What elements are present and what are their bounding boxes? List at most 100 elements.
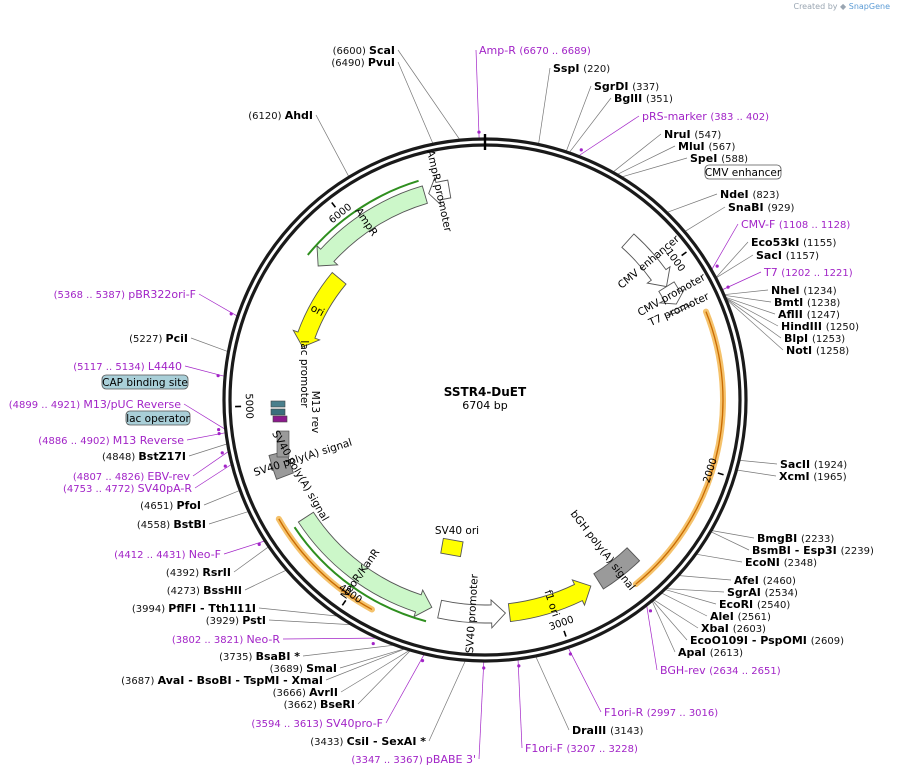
enzyme-label-bsshii[interactable]: (4273) BssHII [167, 584, 242, 597]
enzyme-label-csii-sexai[interactable]: (3433) CsiI - SexAI * [310, 735, 426, 748]
enzyme-label-ndei[interactable]: NdeI (823) [720, 188, 779, 201]
primer-label-l4440[interactable]: (5117 .. 5134) L4440 [73, 360, 182, 373]
site-name: RsrII [202, 566, 231, 579]
primer-marker-bgh-rev [648, 609, 653, 613]
primer-label-sv40pa-r[interactable]: (4753 .. 4772) SV40pA-R [63, 482, 192, 495]
primer-label-f1ori-f[interactable]: F1ori-F (3207 .. 3228) [525, 742, 638, 755]
enzyme-label-smai[interactable]: (3689) SmaI [270, 662, 337, 675]
enzyme-label-nrui[interactable]: NruI (547) [664, 128, 721, 141]
enzyme-label-bmti[interactable]: BmtI (1238) [774, 296, 840, 309]
enzyme-label-draiii[interactable]: DraIII (3143) [572, 724, 643, 737]
enzyme-label-sspi[interactable]: SspI (220) [553, 62, 610, 75]
feature-neor-kanr[interactable] [297, 511, 433, 618]
enzyme-label-blpi[interactable]: BlpI (1253) [784, 332, 845, 345]
primer-label-bgh-rev[interactable]: BGH-rev (2634 .. 2651) [660, 664, 781, 677]
site-position: (6120) [248, 111, 284, 122]
feature-t7-promoter[interactable] [666, 303, 693, 317]
primer-label-cmv-f[interactable]: CMV-F (1108 .. 1128) [741, 218, 850, 231]
enzyme-label-nhei[interactable]: NheI (1234) [771, 284, 837, 297]
site-name: SspI [553, 62, 583, 75]
primer-leader-0 [475, 49, 480, 139]
enzyme-label-econi[interactable]: EcoNI (2348) [745, 556, 817, 569]
primer-label-prs-marker[interactable]: pRS-marker (383 .. 402) [642, 110, 769, 123]
enzyme-label-eco53ki[interactable]: Eco53kI (1155) [751, 236, 836, 249]
feature-sv40-promoter[interactable] [437, 598, 507, 630]
enzyme-label-bglii[interactable]: BglII (351) [614, 92, 673, 105]
feature-sv40-ori[interactable] [440, 537, 464, 558]
primer-label-t7[interactable]: T7 (1202 .. 1221) [763, 266, 853, 279]
boxed-label-box-cmv-enhancer[interactable] [704, 164, 782, 180]
primer-label-sv40pro-f[interactable]: (3594 .. 3613) SV40pro-F [251, 717, 383, 730]
enzyme-label-bstbi[interactable]: (4558) BstBI [137, 518, 206, 531]
primer-label-m13-puc-reverse[interactable]: (4899 .. 4921) M13/pUC Reverse [9, 398, 181, 411]
primer-label-pbabe-3[interactable]: (3347 .. 3367) pBABE 3' [351, 753, 476, 766]
enzyme-label-sgrai[interactable]: SgrAI (2534) [727, 586, 798, 599]
site-position: (6670 .. 6689) [519, 46, 591, 57]
feature-cmv-promoter[interactable] [658, 281, 686, 305]
primer-label-m13-reverse[interactable]: (4886 .. 4902) M13 Reverse [38, 434, 184, 447]
site-name: BstBI [173, 518, 206, 531]
enzyme-label-xbai[interactable]: XbaI (2603) [701, 622, 766, 635]
enzyme-label-ahdi[interactable]: (6120) AhdI [248, 109, 313, 122]
enzyme-label-ecoo109i-pspomi[interactable]: EcoO109I - PspOMI (2609) [690, 634, 844, 647]
primer-label-ebv-rev[interactable]: (4807 .. 4826) EBV-rev [73, 470, 191, 483]
enzyme-label-bseri[interactable]: (3662) BseRI [284, 698, 355, 711]
enzyme-label-noti[interactable]: NotI (1258) [786, 344, 849, 357]
feature-bgh-poly-a-signal[interactable] [593, 547, 641, 590]
snapgene-logo-icon: ◆ [840, 2, 847, 11]
site-position: (5227) [129, 334, 165, 345]
enzyme-label-alei[interactable]: AleI (2561) [710, 610, 771, 623]
enzyme-leader-29 [652, 600, 688, 641]
enzyme-label-avrii[interactable]: (3666) AvrII [273, 686, 338, 699]
primer-label-neo-r[interactable]: (3802 .. 3821) Neo-R [172, 633, 281, 646]
site-position: (1202 .. 1221) [781, 268, 853, 279]
primer-leader-16 [198, 293, 238, 317]
boxed-label-box-cap-binding-site[interactable] [101, 374, 189, 390]
enzyme-label-apai[interactable]: ApaI (2613) [678, 646, 743, 659]
enzyme-label-pvui[interactable]: (6490) PvuI [331, 56, 395, 69]
boxed-label-box-lac-operator[interactable] [125, 410, 191, 426]
site-position: (823) [752, 190, 779, 201]
enzyme-label-saci[interactable]: SacI (1157) [756, 249, 819, 262]
enzyme-label-afei[interactable]: AfeI (2460) [734, 574, 796, 587]
enzyme-label-bsabi[interactable]: (3735) BsaBI * [219, 650, 300, 663]
site-name: SnaBI [728, 201, 767, 214]
enzyme-label-aflii[interactable]: AflII (1247) [778, 308, 840, 321]
enzyme-label-avai-bsobi-tspmi-xmai[interactable]: (3687) AvaI - BsoBI - TspMI - XmaI [121, 674, 323, 687]
feature-ori[interactable] [292, 271, 347, 348]
enzyme-label-pflfi-tth111i[interactable]: (3994) PflFI - Tth111I [132, 602, 256, 615]
enzyme-label-spei[interactable]: SpeI (588) [690, 152, 748, 165]
inner-label-lac-promoter: lac promoter [298, 340, 310, 408]
site-name: ScaI [369, 44, 395, 57]
primer-label-neo-f[interactable]: (4412 .. 4431) Neo-F [114, 548, 221, 561]
enzyme-label-bsmbi-esp3i[interactable]: BsmBI - Esp3I (2239) [752, 544, 874, 557]
enzyme-label-bstz17i[interactable]: (4848) BstZ17I [102, 450, 186, 463]
feature-ampr[interactable] [316, 185, 428, 267]
site-name: SV40pro-F [326, 717, 383, 730]
enzyme-label-mlui[interactable]: MluI (567) [678, 140, 735, 153]
feature-cmv-enhancer[interactable] [621, 233, 671, 288]
enzyme-label-rsrii[interactable]: (4392) RsrII [166, 566, 231, 579]
plasmid-name: SSTR4-DuET [444, 385, 527, 399]
enzyme-label-snabi[interactable]: SnaBI (929) [728, 201, 794, 214]
enzyme-label-scai[interactable]: (6600) ScaI [333, 44, 395, 57]
feature-f1-ori[interactable] [507, 579, 592, 623]
enzyme-label-pcii[interactable]: (5227) PciI [129, 332, 188, 345]
enzyme-label-ecori[interactable]: EcoRI (2540) [719, 598, 790, 611]
enzyme-label-pfoi[interactable]: (4651) PfoI [140, 499, 201, 512]
primer-leader-12 [192, 451, 229, 477]
enzyme-label-hindiii[interactable]: HindIII (1250) [781, 320, 859, 333]
site-position: (5117 .. 5134) [73, 362, 148, 373]
feature-ampr-promoter[interactable] [428, 176, 452, 207]
enzyme-label-xcmi[interactable]: XcmI (1965) [779, 470, 847, 483]
enzyme-label-sacii[interactable]: SacII (1924) [780, 458, 847, 471]
site-position: (3666) [273, 688, 309, 699]
primer-label-amp-r[interactable]: Amp-R (6670 .. 6689) [479, 44, 591, 57]
primer-label-pbr322ori-f[interactable]: (5368 .. 5387) pBR322ori-F [54, 288, 196, 301]
enzyme-label-bmgbi[interactable]: BmgBI (2233) [757, 532, 834, 545]
enzyme-label-sgrdi[interactable]: SgrDI (337) [594, 80, 659, 93]
site-name: AleI [710, 610, 738, 623]
enzyme-label-psti[interactable]: (3929) PstI [206, 614, 266, 627]
primer-label-f1ori-r[interactable]: F1ori-R (2997 .. 3016) [604, 706, 718, 719]
primer-leader-10 [223, 540, 265, 555]
